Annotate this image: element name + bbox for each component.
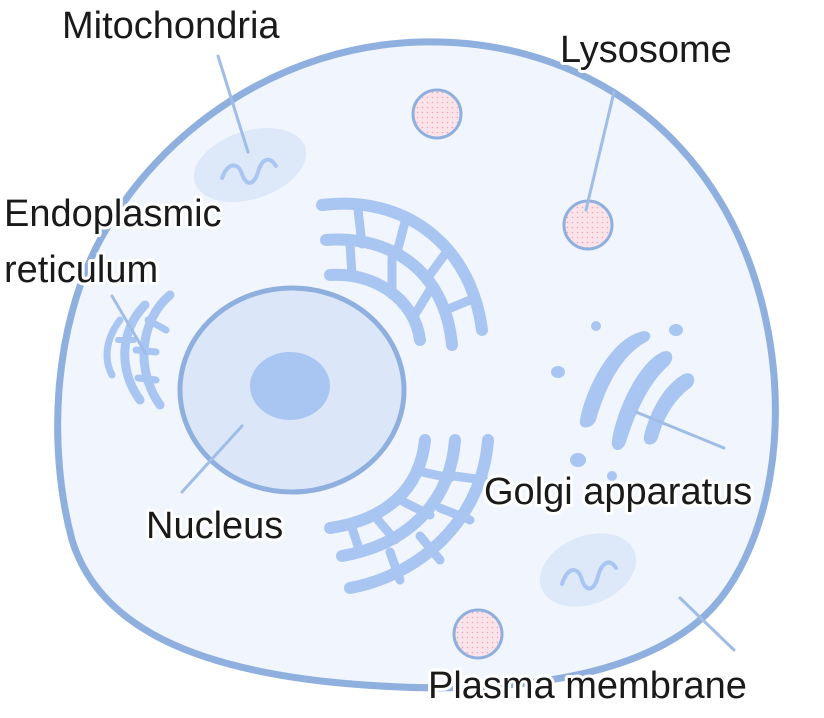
label-plasma-membrane: Plasma membrane xyxy=(428,665,747,707)
endoplasmic-reticulum-upper xyxy=(316,197,488,351)
leader-golgi xyxy=(634,410,726,450)
leader-mitochondria xyxy=(216,54,250,154)
mitochondrion-upper xyxy=(193,128,307,202)
lysosome-bottom xyxy=(452,608,504,660)
label-mitochondria: Mitochondria xyxy=(62,5,280,47)
leader-nucleus xyxy=(180,424,244,494)
label-nucleus: Nucleus xyxy=(146,505,283,547)
endoplasmic-reticulum-left xyxy=(103,290,175,410)
leader-lines xyxy=(110,54,736,652)
label-er-line2: reticulum xyxy=(4,249,158,291)
nucleolus xyxy=(250,352,330,420)
nucleus xyxy=(177,285,407,495)
leader-er xyxy=(110,294,148,356)
mitochondrion-lower xyxy=(539,533,637,607)
lysosome-top xyxy=(411,88,463,140)
endoplasmic-reticulum-lower xyxy=(324,434,494,594)
lysosome-right xyxy=(562,199,614,251)
label-lysosome: Lysosome xyxy=(560,29,732,71)
label-golgi: Golgi apparatus xyxy=(484,471,752,513)
label-er-line1: Endoplasmic xyxy=(4,193,222,235)
leader-membrane xyxy=(678,596,736,652)
golgi-apparatus xyxy=(551,321,695,481)
leader-lysosome xyxy=(584,90,616,212)
